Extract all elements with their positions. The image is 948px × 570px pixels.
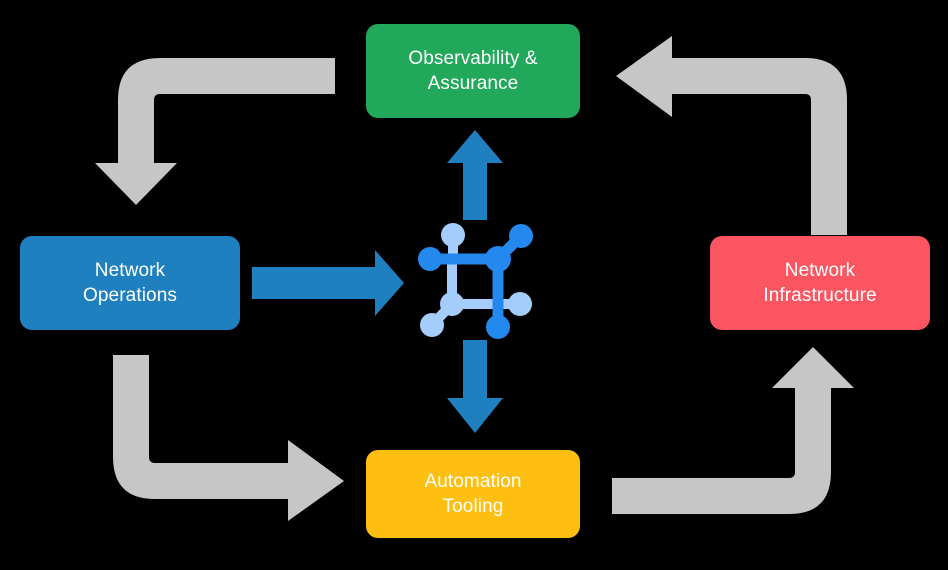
arrow-observability-to-operations	[95, 58, 335, 205]
network-node-bottom-right	[486, 315, 510, 339]
arrow-operations-to-core	[252, 250, 404, 316]
arrow-operations-to-automation	[113, 355, 344, 521]
box-network-infrastructure[interactable]: Network Infrastructure	[710, 236, 930, 330]
box-network-operations-label: Network Operations	[83, 259, 177, 306]
network-node-mid-right	[508, 292, 532, 316]
arrow-core-to-observability	[447, 130, 503, 220]
network-node-mid-left	[440, 292, 464, 316]
network-node-top-left	[441, 223, 465, 247]
arrow-core-to-automation	[447, 340, 503, 433]
network-node-hub	[485, 246, 511, 272]
box-observability-assurance[interactable]: Observability & Assurance	[366, 24, 580, 118]
arrow-automation-to-infrastructure	[612, 347, 854, 514]
box-network-infrastructure-label: Network Infrastructure	[763, 259, 877, 306]
arrow-infrastructure-to-observability	[616, 36, 847, 235]
network-node-bottom-left	[420, 313, 444, 337]
box-observability-assurance-label: Observability & Assurance	[408, 47, 538, 94]
network-topology-icon	[418, 223, 533, 339]
box-automation-tooling[interactable]: Automation Tooling	[366, 450, 580, 538]
network-node-left	[418, 247, 442, 271]
network-node-top-right	[509, 224, 533, 248]
box-automation-tooling-label: Automation Tooling	[424, 470, 522, 517]
box-network-operations[interactable]: Network Operations	[20, 236, 240, 330]
